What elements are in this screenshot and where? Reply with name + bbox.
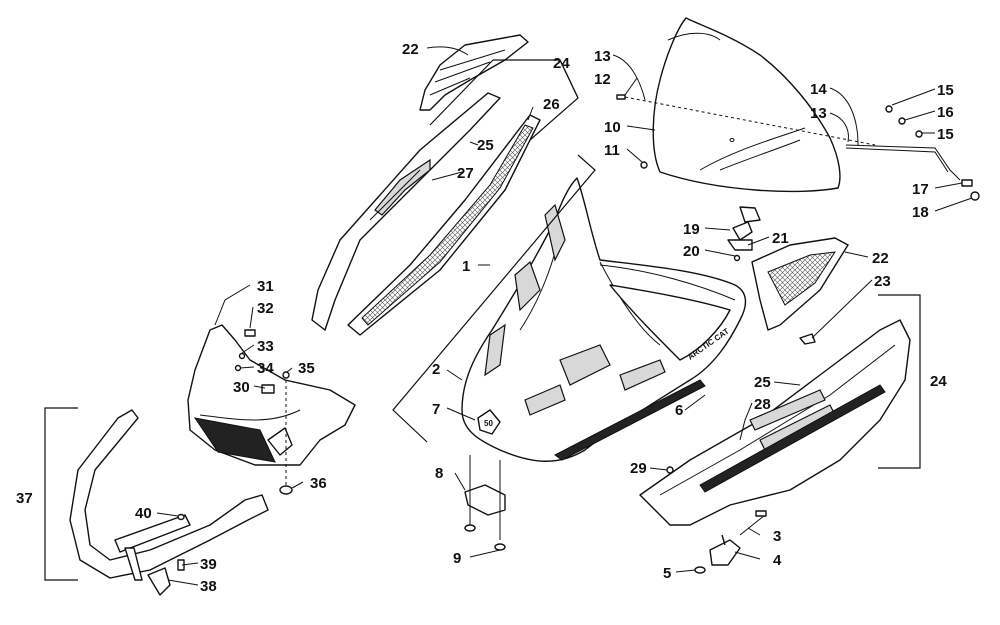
callout-13-right: 13 — [810, 105, 827, 122]
callouts: 22 24 26 25 27 1 2 7 6 8 9 13 12 10 11 1… — [16, 41, 954, 595]
callout-37: 37 — [16, 490, 33, 507]
hood-badge-text: 50 — [484, 419, 493, 428]
callout-13-left: 13 — [594, 48, 611, 65]
callout-19: 19 — [683, 221, 700, 238]
front-bumper — [69, 409, 269, 596]
bracket-24-upper-side — [529, 59, 579, 141]
mounting-hardware — [464, 455, 767, 574]
callout-24-right: 24 — [930, 373, 947, 390]
callout-17: 17 — [912, 181, 929, 198]
callout-25-top: 25 — [477, 137, 494, 154]
callout-6: 6 — [675, 402, 683, 419]
callout-35: 35 — [298, 360, 315, 377]
bracket-37 — [44, 407, 78, 581]
callout-21: 21 — [772, 230, 789, 247]
callout-23: 23 — [874, 273, 891, 290]
callout-33: 33 — [257, 338, 274, 355]
callout-2: 2 — [432, 361, 440, 378]
callout-20: 20 — [683, 243, 700, 260]
callout-38: 38 — [200, 578, 217, 595]
callout-31: 31 — [257, 278, 274, 295]
callout-28: 28 — [754, 396, 771, 413]
callout-14: 14 — [810, 81, 827, 98]
nose-assembly — [187, 324, 356, 495]
callout-1: 1 — [462, 258, 470, 275]
callout-34: 34 — [257, 360, 274, 377]
callout-26: 26 — [543, 96, 560, 113]
callout-25-right: 25 — [754, 374, 771, 391]
leader-lines — [156, 46, 973, 586]
callout-15-top: 15 — [937, 82, 954, 99]
callout-30: 30 — [233, 379, 250, 396]
callout-7: 7 — [432, 401, 440, 418]
callout-27: 27 — [457, 165, 474, 182]
callout-10: 10 — [604, 119, 621, 136]
callout-39: 39 — [200, 556, 217, 573]
callout-4: 4 — [773, 552, 782, 569]
callout-18: 18 — [912, 204, 929, 221]
right-side-panel-assembly — [639, 237, 911, 526]
windshield-hardware — [616, 94, 980, 262]
callout-8: 8 — [435, 465, 443, 482]
callout-40: 40 — [135, 505, 152, 522]
callout-9: 9 — [453, 550, 461, 567]
callout-5: 5 — [663, 565, 671, 582]
left-side-panel-assembly — [311, 34, 541, 336]
hood: ARCTIC CAT 50 — [461, 177, 747, 462]
bracket-24-right — [878, 294, 921, 469]
callout-16: 16 — [937, 104, 954, 121]
callout-22-right: 22 — [872, 250, 889, 267]
windshield — [624, 17, 876, 193]
callout-3: 3 — [773, 528, 781, 545]
callout-22-top: 22 — [402, 41, 419, 58]
bracket-1 — [392, 154, 596, 443]
callout-24-top: 24 — [553, 55, 570, 72]
callout-11: 11 — [604, 142, 620, 159]
callout-32: 32 — [257, 300, 274, 317]
callout-12: 12 — [594, 71, 611, 88]
callout-36: 36 — [310, 475, 327, 492]
callout-15-bottom: 15 — [937, 126, 954, 143]
callout-29: 29 — [630, 460, 647, 477]
